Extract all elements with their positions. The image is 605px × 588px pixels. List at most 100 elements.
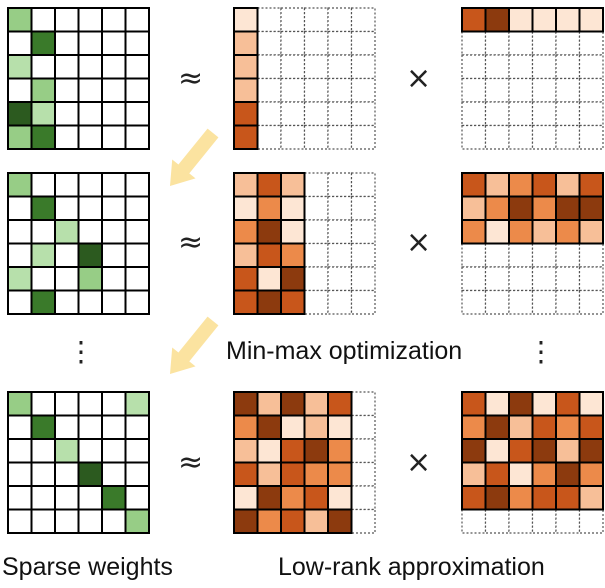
sparse-cell <box>30 461 56 487</box>
sparse-cell <box>54 242 80 268</box>
left-factor-empty-cell <box>280 54 306 80</box>
sparse-cell <box>30 485 56 511</box>
sparse-cell <box>124 172 150 198</box>
left-factor-empty-cell <box>327 219 353 245</box>
right-factor-cell <box>461 7 487 33</box>
left-factor-cell <box>280 461 306 487</box>
right-factor-cell <box>578 195 604 221</box>
sparse-cell <box>54 414 80 440</box>
right-factor-empty-cell <box>461 30 487 56</box>
left-factor-cell <box>233 414 259 440</box>
left-factor-cell <box>280 219 306 245</box>
right-factor-empty-cell <box>531 124 557 150</box>
right-factor-empty-cell <box>531 77 557 103</box>
right-factor-empty-cell <box>578 77 604 103</box>
sparse-cell <box>77 124 103 150</box>
sparse-cell <box>54 289 80 315</box>
right-factor-empty-cell <box>484 54 510 80</box>
sparse-cell <box>77 54 103 80</box>
sparse-cell <box>101 195 127 221</box>
left-factor-empty-cell <box>350 7 376 33</box>
approx-symbol-2: ≈ <box>178 225 204 260</box>
optimization-label: Min-max optimization <box>226 337 463 365</box>
sparse-cell <box>30 7 56 33</box>
sparse-cell <box>7 438 33 464</box>
sparse-cell <box>77 438 103 464</box>
left-factor-empty-cell <box>350 289 376 315</box>
right-factor-cell <box>484 414 510 440</box>
sparse-cell <box>124 414 150 440</box>
left-factor-cell <box>233 438 259 464</box>
left-factor-empty-cell <box>327 7 353 33</box>
right-factor-empty-cell <box>531 30 557 56</box>
left-factor-cell <box>280 438 306 464</box>
sparse-cell <box>54 30 80 56</box>
left-factor-cell <box>327 438 353 464</box>
right-factor-empty-cell <box>578 289 604 315</box>
right-factor-cell <box>555 461 581 487</box>
right-factor-cell <box>461 195 487 221</box>
sparse-cell <box>124 438 150 464</box>
left-factor-cell <box>233 485 259 511</box>
right-factor-empty-cell <box>508 54 534 80</box>
left-factor-empty-cell <box>350 195 376 221</box>
left-factor-cell <box>303 438 329 464</box>
left-factor-empty-cell <box>327 54 353 80</box>
sparse-cell <box>77 508 103 534</box>
sparse-cell <box>7 508 33 534</box>
right-factor-cell <box>578 391 604 417</box>
sparse-cell <box>30 77 56 103</box>
left-factor-empty-cell <box>350 438 376 464</box>
left-factor-empty-cell <box>303 195 329 221</box>
right-factor-empty-cell <box>555 77 581 103</box>
sparse-cell <box>30 124 56 150</box>
sparse-cell <box>54 438 80 464</box>
left-factor-cell <box>303 414 329 440</box>
right-factor-cell <box>508 438 534 464</box>
left-factor-cell <box>256 391 282 417</box>
sparse-cell <box>124 242 150 268</box>
right-factor-cell <box>578 438 604 464</box>
right-factor-empty-cell <box>508 289 534 315</box>
left-factor-empty-cell <box>303 77 329 103</box>
sparse-cell <box>77 485 103 511</box>
right-factor-cell <box>578 461 604 487</box>
left-factor-empty-cell <box>303 124 329 150</box>
left-factor-cell <box>233 7 259 33</box>
right-factor-empty-cell <box>531 508 557 534</box>
right-factor-cell <box>484 219 510 245</box>
left-factor-cell <box>303 391 329 417</box>
left-factor-empty-cell <box>303 242 329 268</box>
sparse-cell <box>30 172 56 198</box>
sparse-cell <box>54 7 80 33</box>
sparse-cell <box>7 485 33 511</box>
sparse-cell <box>77 195 103 221</box>
right-factor-empty-cell <box>461 289 487 315</box>
right-factor-cell <box>531 414 557 440</box>
right-factor-cell <box>461 461 487 487</box>
left-factor-cell <box>303 508 329 534</box>
sparse-cell <box>77 101 103 127</box>
sparse-cell <box>124 195 150 221</box>
right-factor-empty-cell <box>555 101 581 127</box>
right-factor-cell <box>531 391 557 417</box>
sparse-cell <box>54 391 80 417</box>
sparse-cell <box>77 391 103 417</box>
right-factor-cell <box>508 414 534 440</box>
right-factor-empty-cell <box>508 242 534 268</box>
left-factor-empty-cell <box>350 172 376 198</box>
left-factor-empty-cell <box>256 54 282 80</box>
left-factor-cell <box>280 289 306 315</box>
right-factor-empty-cell <box>531 266 557 292</box>
right-factor-cell <box>508 461 534 487</box>
left-factor-cell <box>233 30 259 56</box>
sparse-cell <box>101 391 127 417</box>
sparse-cell <box>7 414 33 440</box>
right-factor-empty-cell <box>555 124 581 150</box>
right-factor-empty-cell <box>531 101 557 127</box>
left-factor-empty-cell <box>303 101 329 127</box>
right-factor-cell <box>461 172 487 198</box>
right-factor-empty-cell <box>484 101 510 127</box>
left-factor-cell <box>327 485 353 511</box>
right-factor-cell <box>531 461 557 487</box>
